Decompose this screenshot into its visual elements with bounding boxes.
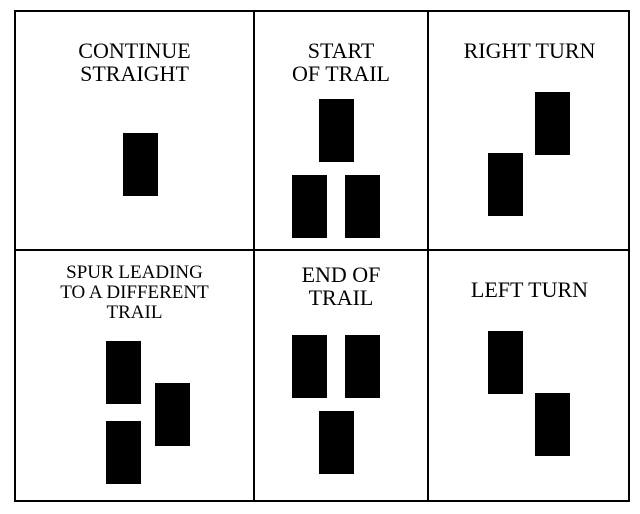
blaze-mark-upper-right [535, 92, 570, 155]
grid-divider-vertical-1 [253, 12, 255, 500]
label-line: STRAIGHT [80, 61, 189, 87]
blaze-mark-middle-right [155, 383, 190, 446]
blaze-mark-lower-right [535, 393, 570, 456]
blaze-mark-upper-left [106, 341, 141, 404]
cell-right-turn-label: RIGHT TURN [429, 39, 630, 62]
blaze-mark [123, 133, 158, 196]
blaze-mark-bottom-left [292, 175, 327, 238]
label-line: OF TRAIL [292, 61, 390, 87]
trail-blaze-legend-grid: CONTINUE STRAIGHT START OF TRAIL RIGHT T… [14, 10, 630, 502]
cell-right-turn: RIGHT TURN [429, 12, 630, 249]
blaze-mark-lower-left [488, 153, 523, 216]
blaze-mark-top [319, 99, 354, 162]
cell-end-of-trail-label: END OF TRAIL [255, 263, 427, 309]
label-line: START [307, 38, 375, 63]
cell-left-turn: LEFT TURN [429, 251, 630, 502]
blaze-mark-top-left [292, 335, 327, 398]
cell-continue-straight-label: CONTINUE STRAIGHT [16, 39, 253, 85]
cell-continue-straight: CONTINUE STRAIGHT [16, 12, 253, 249]
cell-left-turn-label: LEFT TURN [429, 278, 630, 301]
cell-start-of-trail-label: START OF TRAIL [255, 39, 427, 85]
label-line: RIGHT TURN [463, 38, 596, 63]
label-line: LEFT TURN [470, 277, 589, 302]
label-line: END OF [301, 262, 381, 287]
label-line: TRAIL [308, 285, 374, 311]
grid-divider-vertical-2 [427, 12, 429, 500]
label-line: CONTINUE [78, 38, 191, 63]
cell-end-of-trail: END OF TRAIL [255, 251, 427, 502]
blaze-mark-bottom-right [345, 175, 380, 238]
label-line: TO A DIFFERENT [60, 281, 209, 303]
cell-start-of-trail: START OF TRAIL [255, 12, 427, 249]
cell-spur-trail: SPUR LEADING TO A DIFFERENT TRAIL [16, 251, 253, 502]
label-line: TRAIL [106, 301, 163, 323]
grid-divider-horizontal [16, 249, 628, 251]
blaze-mark-lower-left [106, 421, 141, 484]
label-line: SPUR LEADING [66, 262, 203, 283]
blaze-mark-upper-left [488, 331, 523, 394]
blaze-mark-top-right [345, 335, 380, 398]
cell-spur-trail-label: SPUR LEADING TO A DIFFERENT TRAIL [16, 263, 253, 323]
blaze-mark-bottom [319, 411, 354, 474]
